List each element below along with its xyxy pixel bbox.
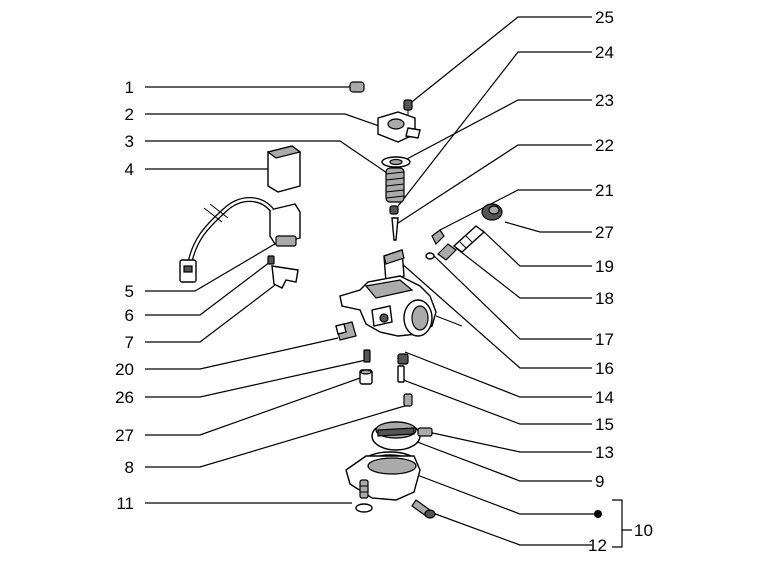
cable-tube-inner: [365, 82, 394, 113]
callout-21: 21: [595, 181, 614, 200]
part-17-ring: [425, 252, 435, 260]
leader-19: [481, 229, 592, 267]
callout-10: 10: [634, 521, 653, 540]
part-11-screw: [355, 479, 373, 513]
part-27a-knob: [481, 203, 503, 221]
part-21-spring: [431, 229, 445, 246]
leader-8: [145, 404, 409, 468]
callout-24: 24: [595, 43, 614, 62]
part-12-screw: [411, 499, 436, 519]
leader-26: [145, 359, 367, 398]
part-5-choke: [179, 197, 301, 283]
callout-26: 26: [115, 388, 134, 407]
leader-9: [411, 439, 592, 482]
callout-8: 8: [125, 458, 134, 477]
leader-17: [431, 253, 592, 340]
callout-7: 7: [125, 333, 134, 352]
leader-5: [145, 237, 286, 292]
callout-27b: 27: [115, 426, 134, 445]
part-13-float: [371, 421, 433, 451]
callout-16: 16: [595, 359, 614, 378]
callout-13: 13: [595, 443, 614, 462]
leader-2: [145, 113, 386, 129]
callout-1: 1: [125, 78, 134, 97]
leader-27b: [145, 377, 361, 436]
part-14-plug: [397, 353, 409, 365]
callout-6: 6: [125, 306, 134, 325]
callout-18: 18: [595, 289, 614, 308]
leader-21: [439, 189, 592, 231]
callout-23: 23: [595, 91, 614, 110]
float-bowl: [345, 455, 421, 501]
callout-2: 2: [125, 105, 134, 124]
callout-12: 12: [588, 536, 607, 555]
callout-20: 20: [115, 360, 134, 379]
leader-27a: [504, 221, 592, 233]
part-3-spring: [385, 167, 405, 203]
leader-13: [427, 431, 592, 453]
leader-25: [407, 16, 592, 106]
carburetor-body: [339, 275, 463, 337]
callout-17: 17: [595, 330, 614, 349]
part-24-clip: [389, 205, 399, 215]
part-16-slide: [383, 249, 405, 283]
part-6-screw: [267, 255, 275, 265]
leader-15: [397, 377, 592, 425]
callout-5: 5: [125, 282, 134, 301]
callout-3: 3: [125, 132, 134, 151]
callout-15: 15: [595, 415, 614, 434]
leader-20: [145, 337, 339, 370]
part-4-cap: [266, 145, 302, 193]
leader-lines: [145, 16, 632, 548]
callout-25: 25: [595, 8, 614, 27]
part-2-top-cover: [377, 111, 421, 143]
part-18-spring: [437, 243, 457, 261]
part-19-screw: [452, 225, 486, 253]
callout-9: 9: [595, 472, 604, 491]
bullet-dot: [594, 510, 602, 518]
part-22-needle: [391, 217, 399, 241]
leader-24: [394, 51, 592, 211]
callout-27a: 27: [595, 223, 614, 242]
leader-16: [399, 261, 592, 369]
callout-22: 22: [595, 136, 614, 155]
leader-7: [145, 284, 276, 343]
callouts-right: 25 24 23 22 21 27 19 18 17 16 14 15 13 9…: [588, 8, 653, 555]
callouts-left: 1 2 3 4 5 6 7 20 26 27 8 11: [115, 78, 134, 513]
part-26-jet: [363, 349, 371, 363]
callout-11: 11: [116, 494, 134, 513]
part-7-bracket: [271, 265, 299, 289]
leader-12: [429, 511, 592, 546]
leader-23: [404, 99, 592, 161]
leader-6: [145, 261, 271, 316]
callout-4: 4: [125, 160, 134, 179]
part-23-washer: [381, 156, 411, 168]
part-20-block: [335, 321, 357, 341]
part-27b-holder: [359, 369, 373, 385]
part-1-bush: [349, 81, 365, 93]
bracket-10: [612, 499, 632, 548]
leader-3: [145, 140, 391, 176]
parts: [179, 81, 602, 519]
leader-ring: [403, 469, 598, 515]
leader-18: [455, 247, 592, 299]
leader-14: [404, 351, 592, 398]
callout-19: 19: [595, 257, 614, 276]
part-8-jet: [403, 393, 413, 407]
leader-22: [394, 144, 592, 226]
callout-14: 14: [595, 388, 614, 407]
part-15-screw: [397, 365, 405, 383]
